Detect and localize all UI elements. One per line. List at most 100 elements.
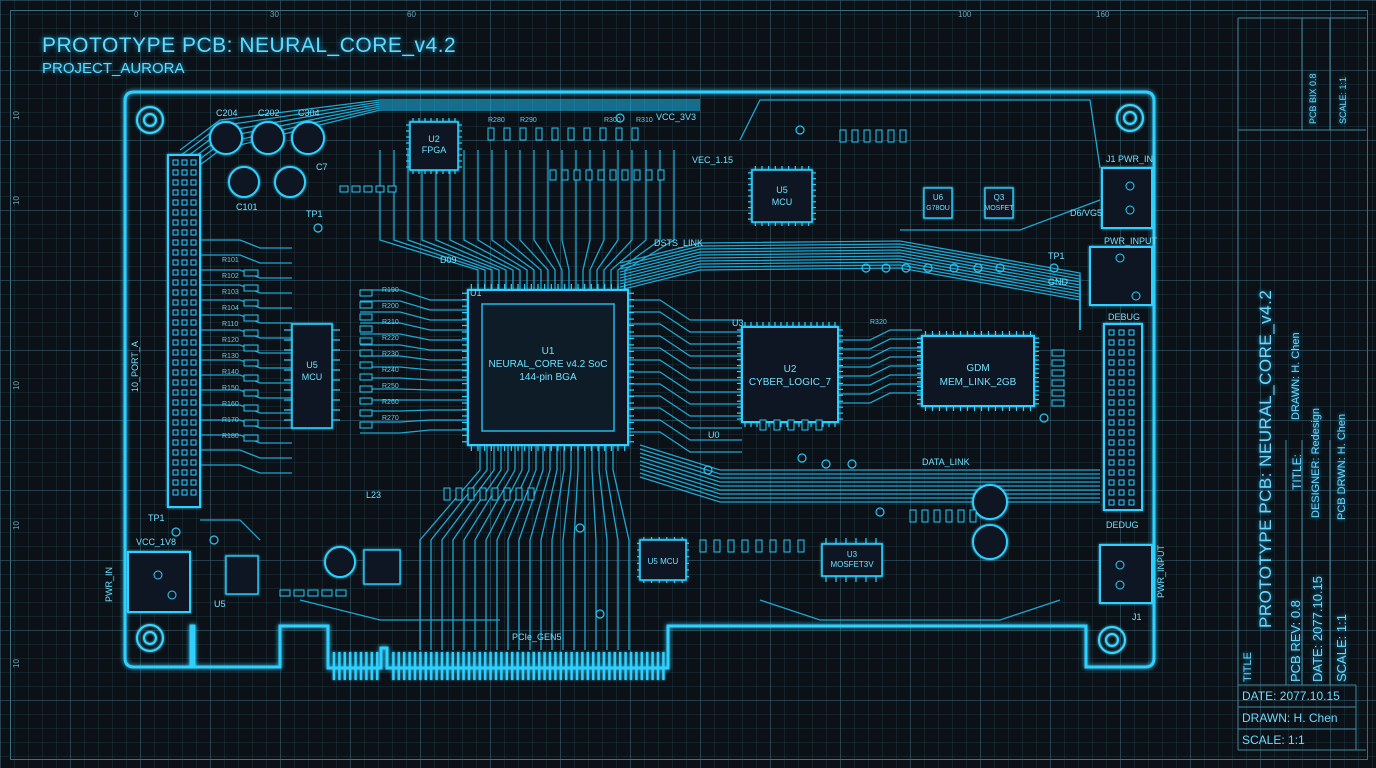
- passive-pad: [875, 129, 883, 143]
- trace: [605, 445, 619, 650]
- debug-pin: [1128, 339, 1135, 346]
- trace: [407, 150, 493, 290]
- trace: [900, 199, 1101, 231]
- trace: [628, 419, 742, 441]
- passive-pad: [567, 127, 575, 141]
- mcu-bottom-name: U5 MCU: [648, 557, 679, 566]
- header-pin: [181, 479, 188, 486]
- header-pin: [190, 489, 197, 496]
- trace: [179, 105, 700, 169]
- u2-name: CYBER_LOGIC_7: [749, 377, 832, 388]
- debug-pin: [1118, 429, 1125, 436]
- header-pin: [181, 459, 188, 466]
- header-pin: [172, 159, 179, 166]
- passive-pad: [1051, 389, 1065, 397]
- trace: [619, 264, 1081, 330]
- debug-pin: [1108, 459, 1115, 466]
- test-point: [615, 113, 625, 123]
- trace: [419, 445, 481, 650]
- test-point: [901, 263, 911, 273]
- c202-label: C202: [258, 108, 280, 118]
- ruler-top-30: 30: [270, 10, 279, 19]
- drawing-frame: [10, 10, 1368, 760]
- header-pin: [181, 349, 188, 356]
- passive-pad: [631, 127, 639, 141]
- trace: [505, 150, 542, 290]
- debug-pin: [1118, 369, 1125, 376]
- test-point: [797, 453, 807, 463]
- trace: [360, 366, 468, 371]
- mem-ref: GDM: [966, 363, 989, 374]
- passive-pad: [243, 299, 259, 307]
- refdes-label: R130: [222, 353, 239, 360]
- trace: [360, 300, 468, 311]
- trace: [379, 150, 479, 290]
- passive-pad: [375, 185, 385, 193]
- trace: [639, 456, 1100, 483]
- debug-pin: [1118, 419, 1125, 426]
- trace: [573, 445, 579, 650]
- passive-pad: [321, 589, 333, 597]
- debug-pin: [1128, 429, 1135, 436]
- header-pin: [172, 249, 179, 256]
- passive-pad: [519, 127, 527, 141]
- header-pin: [172, 289, 179, 296]
- u5-bottom-label: U5: [214, 599, 226, 609]
- header-pin: [181, 369, 188, 376]
- trace: [529, 445, 551, 650]
- trace: [759, 599, 1061, 621]
- trace: [518, 445, 544, 650]
- header-pin: [172, 399, 179, 406]
- trace: [639, 464, 1100, 491]
- debug-pin: [1118, 439, 1125, 446]
- trace: [200, 239, 292, 249]
- header-pin: [190, 449, 197, 456]
- debug-pin: [1108, 499, 1115, 506]
- trace: [463, 445, 509, 650]
- passive-pad: [713, 539, 721, 553]
- passive-pad: [755, 539, 763, 553]
- debug-pin: [1108, 449, 1115, 456]
- trace: [421, 150, 500, 290]
- refdes-label: R260: [382, 399, 399, 406]
- pwr-in-connector: [1101, 167, 1153, 229]
- u6-ref: U6: [933, 193, 944, 202]
- debug-pin: [1108, 489, 1115, 496]
- header-pin: [190, 329, 197, 336]
- header-pin: [181, 469, 188, 476]
- debug-pin: [1118, 389, 1125, 396]
- trace: [496, 445, 530, 650]
- test-point: [575, 523, 585, 533]
- vcc-mid-label: VEC_1.15: [692, 155, 733, 165]
- trace: [360, 377, 468, 381]
- header-pin: [190, 419, 197, 426]
- header-pin: [172, 439, 179, 446]
- trace: [628, 407, 742, 429]
- mcu-left-name: MCU: [302, 372, 323, 382]
- header-pin: [190, 259, 197, 266]
- debug-pin: [1128, 479, 1135, 486]
- trace: [360, 333, 468, 341]
- trace: [360, 388, 468, 391]
- header-pin: [190, 199, 197, 206]
- header-pin: [190, 479, 197, 486]
- test-point: [847, 459, 857, 469]
- refdes-label: R180: [222, 433, 239, 440]
- header-pin: [172, 479, 179, 486]
- trace: [200, 254, 292, 264]
- passive-pad: [1051, 349, 1065, 357]
- chip-small-u5: [225, 555, 259, 595]
- header-pin: [190, 459, 197, 466]
- header-pin: [190, 349, 197, 356]
- l23-label: L23: [366, 490, 381, 500]
- passive-pad: [359, 373, 373, 381]
- c7-label: C7: [316, 162, 328, 172]
- header-pin: [181, 389, 188, 396]
- debug-pin: [1118, 449, 1125, 456]
- ruler-top-60: 60: [407, 10, 416, 19]
- trace: [596, 150, 619, 290]
- chip-mcu-bottom: [639, 539, 687, 581]
- trace: [540, 445, 558, 650]
- header-pin: [172, 389, 179, 396]
